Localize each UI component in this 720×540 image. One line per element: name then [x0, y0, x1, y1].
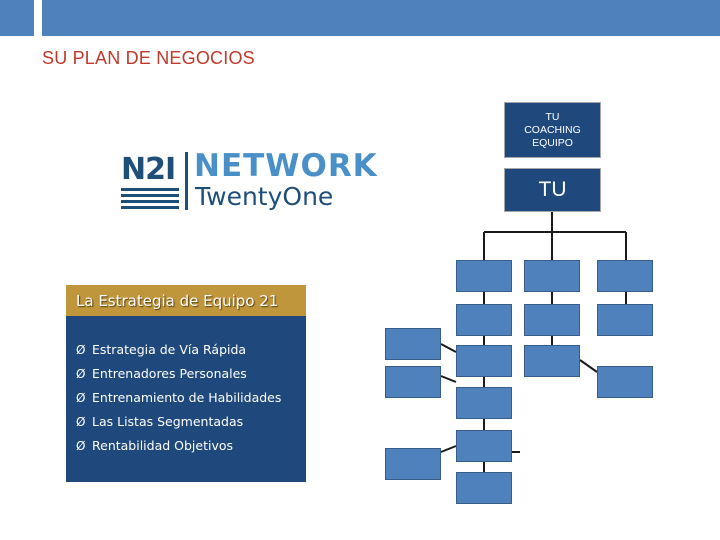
connector-line	[440, 343, 457, 353]
arrow-bullet-icon: Ø	[76, 415, 86, 429]
list-item-text: Estrategia de Vía Rápida	[92, 342, 247, 357]
org-node	[597, 260, 653, 292]
org-node	[456, 345, 512, 377]
org-node	[385, 366, 441, 398]
org-node	[524, 260, 580, 292]
org-node	[456, 304, 512, 336]
list-item-text: Las Listas Segmentadas	[92, 414, 244, 429]
connector-line	[440, 445, 457, 453]
list-item: Ø Las Listas Segmentadas	[76, 413, 281, 437]
org-node	[524, 345, 580, 377]
network-twentyone-logo: N2I NETWORK TwentyOne	[121, 148, 383, 214]
org-node	[385, 328, 441, 360]
list-item: Ø Entrenamiento de Habilidades	[76, 389, 281, 413]
strategy-panel-title: La Estrategia de Equipo 21	[76, 291, 279, 310]
arrow-bullet-icon: Ø	[76, 391, 86, 405]
header-accent-square	[0, 0, 34, 36]
strategy-panel-header: La Estrategia de Equipo 21	[66, 285, 306, 316]
org-node	[456, 260, 512, 292]
arrow-bullet-icon: Ø	[76, 367, 86, 381]
connector-line	[440, 375, 457, 383]
org-node	[456, 430, 512, 462]
list-item-text: Entrenamiento de Habilidades	[92, 390, 282, 405]
org-node	[597, 366, 653, 398]
org-node	[524, 304, 580, 336]
list-item-text: Rentabilidad Objetivos	[92, 438, 234, 453]
logo-name-line1: NETWORK	[194, 148, 378, 184]
list-item: Ø Entrenadores Personales	[76, 365, 281, 389]
arrow-bullet-icon: Ø	[76, 439, 86, 453]
list-item: Ø Rentabilidad Objetivos	[76, 437, 281, 461]
logo-divider	[185, 152, 188, 210]
list-item-text: Entrenadores Personales	[92, 366, 247, 381]
org-node	[456, 472, 512, 504]
logo-stripes-icon	[121, 188, 179, 210]
strategy-list: Ø Estrategia de Vía Rápida Ø Entrenadores …	[76, 341, 281, 461]
connector-line	[579, 359, 598, 373]
you-box: TU	[504, 168, 601, 212]
org-node	[456, 387, 512, 419]
slide-title: SU PLAN DE NEGOCIOS	[42, 48, 255, 68]
coaching-box-line: TU	[545, 110, 560, 123]
list-item: Ø Estrategia de Vía Rápida	[76, 341, 281, 365]
header-bar	[42, 0, 720, 36]
logo-brand-mark: N2I	[121, 152, 176, 187]
coaching-box-line: EQUIPO	[532, 136, 573, 149]
org-node	[597, 304, 653, 336]
strategy-panel: La Estrategia de Equipo 21 Ø Estrategia d…	[66, 285, 306, 482]
arrow-bullet-icon: Ø	[76, 343, 86, 357]
logo-name-line2: TwentyOne	[195, 182, 334, 211]
org-node	[385, 448, 441, 480]
coaching-box-line: COACHING	[524, 123, 581, 136]
coaching-team-box: TU COACHING EQUIPO	[504, 102, 601, 158]
